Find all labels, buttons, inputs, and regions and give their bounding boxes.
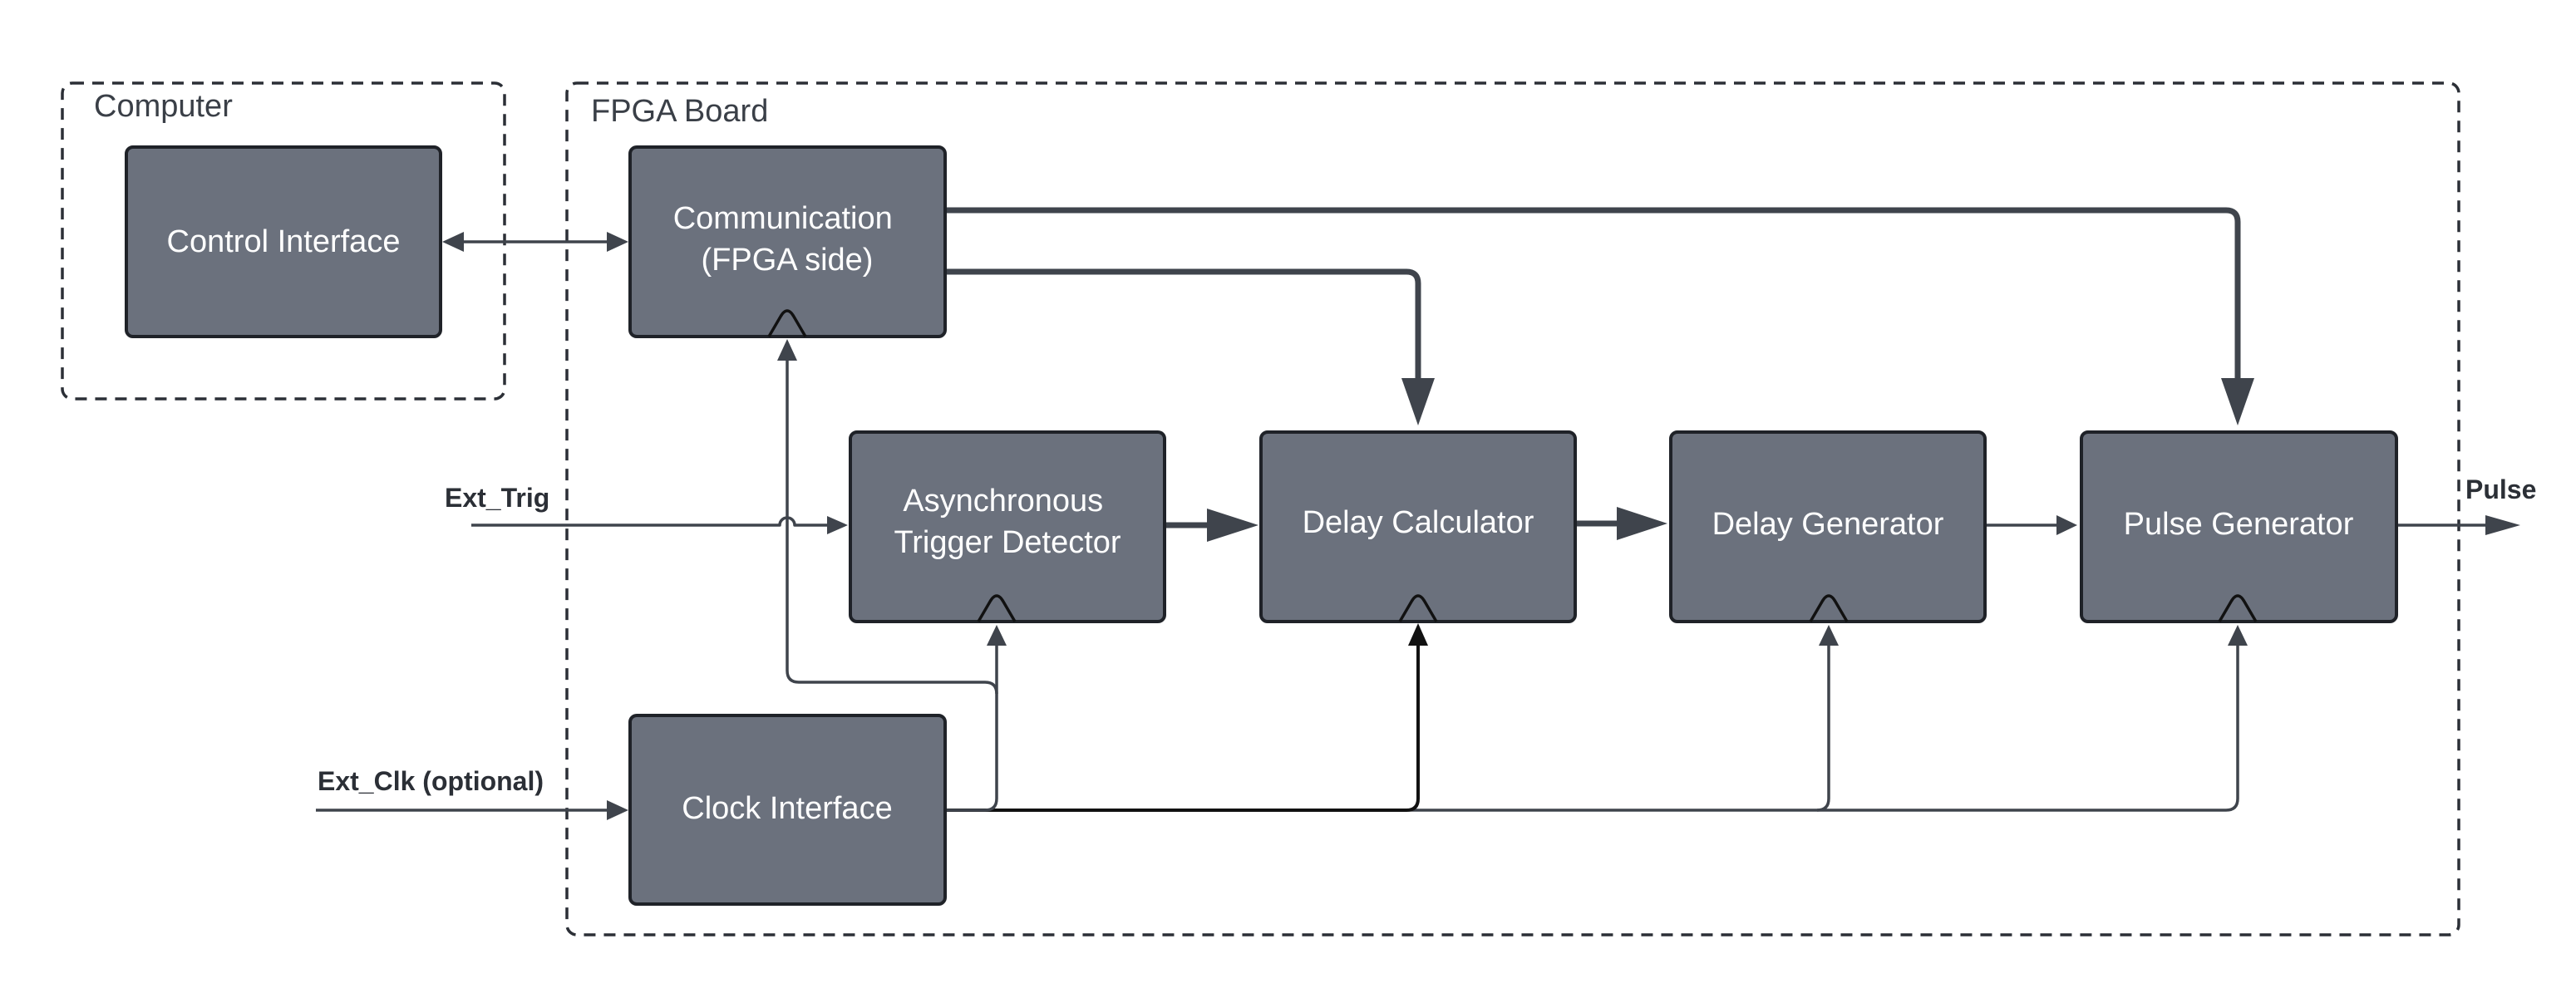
delay-generator-block: Delay Generator <box>1669 430 1987 623</box>
comm-to-delay-calculator-line <box>946 268 1421 378</box>
connectors <box>316 207 2520 820</box>
delay-generator-label: Delay Generator <box>1712 507 1944 542</box>
arrowhead-to-delay-calculator-top <box>1401 378 1435 425</box>
arrowhead-clock-to-delay-calculator <box>1408 623 1428 646</box>
computer-group-label: Computer <box>94 89 233 124</box>
clock-to-async-and-comm-line <box>786 361 998 812</box>
arrowhead-clock-to-delay-generator <box>1819 625 1839 646</box>
svg-text:Communication (FPGA side: Communication (FPGA side) <box>673 201 902 278</box>
svg-text:Control Interface: Control Interface <box>167 224 401 259</box>
clock-to-delay-generator-line <box>1816 644 1830 812</box>
communication-label-line2: (FPGA side) <box>702 243 874 278</box>
arrowhead-to-pulse-generator <box>2056 515 2077 535</box>
svg-text:Delay Generator: Delay Generator <box>1712 507 1944 542</box>
comm-to-pulse-generator-line <box>946 207 2241 378</box>
clock-bus-line <box>946 640 2239 812</box>
clock-to-delay-calculator-line <box>946 644 1420 812</box>
control-interface-label: Control Interface <box>167 224 401 259</box>
clock-interface-block: Clock Interface <box>628 714 947 906</box>
arrowhead-pulse-output <box>2485 515 2520 535</box>
svg-text:Pulse Generator: Pulse Generator <box>2124 507 2354 542</box>
delay-calculator-block: Delay Calculator <box>1259 430 1577 623</box>
pulse-output-label: Pulse <box>2465 474 2536 504</box>
svg-text:Clock Interface: Clock Interface <box>682 791 892 826</box>
arrowhead-to-control-interface <box>442 232 464 252</box>
async-trigger-detector-block: Asynchronous Trigger Detector <box>849 430 1166 623</box>
arrowhead-to-async-trigger <box>827 516 848 534</box>
clock-input-marker <box>977 594 1017 622</box>
clock-input-marker <box>1809 594 1849 622</box>
arrowhead-to-pulse-generator-top <box>2221 378 2254 425</box>
arrowhead-to-delay-calculator <box>1207 509 1258 542</box>
ext-trig-line <box>471 516 827 527</box>
async-trigger-label-line2: Trigger Detector <box>894 525 1121 560</box>
ext-clk-label: Ext_Clk (optional) <box>318 766 544 796</box>
clock-input-marker <box>2218 594 2258 622</box>
async-trigger-label-line1: Asynchronous <box>903 484 1103 519</box>
arrowhead-to-clock-interface <box>607 800 628 820</box>
fpga-board-group: FPGA Board <box>565 81 2460 936</box>
communication-label-line1: Communication <box>673 201 893 236</box>
clock-input-marker <box>1398 594 1438 622</box>
arrowhead-clock-to-communication <box>777 339 797 361</box>
clock-input-marker <box>767 309 807 337</box>
delay-calculator-label: Delay Calculator <box>1303 505 1534 540</box>
pulse-generator-block: Pulse Generator <box>2080 430 2398 623</box>
ext-trig-label: Ext_Trig <box>445 483 549 513</box>
arrowhead-to-communication <box>607 232 628 252</box>
pulse-generator-label: Pulse Generator <box>2124 507 2354 542</box>
fpga-board-group-label: FPGA Board <box>591 94 768 129</box>
clock-interface-label: Clock Interface <box>682 791 892 826</box>
svg-text:Asynchronous Trigger Det: Asynchronous Trigger Detector <box>894 484 1121 560</box>
arrowhead-to-delay-generator <box>1617 507 1667 540</box>
svg-text:Delay Calculator: Delay Calculator <box>1303 505 1534 540</box>
control-interface-block: Control Interface <box>125 145 442 338</box>
communication-block: Communication (FPGA side) <box>628 145 947 338</box>
arrowhead-clock-to-async-trigger <box>987 625 1007 646</box>
arrowhead-clock-to-pulse-generator <box>2228 625 2248 646</box>
